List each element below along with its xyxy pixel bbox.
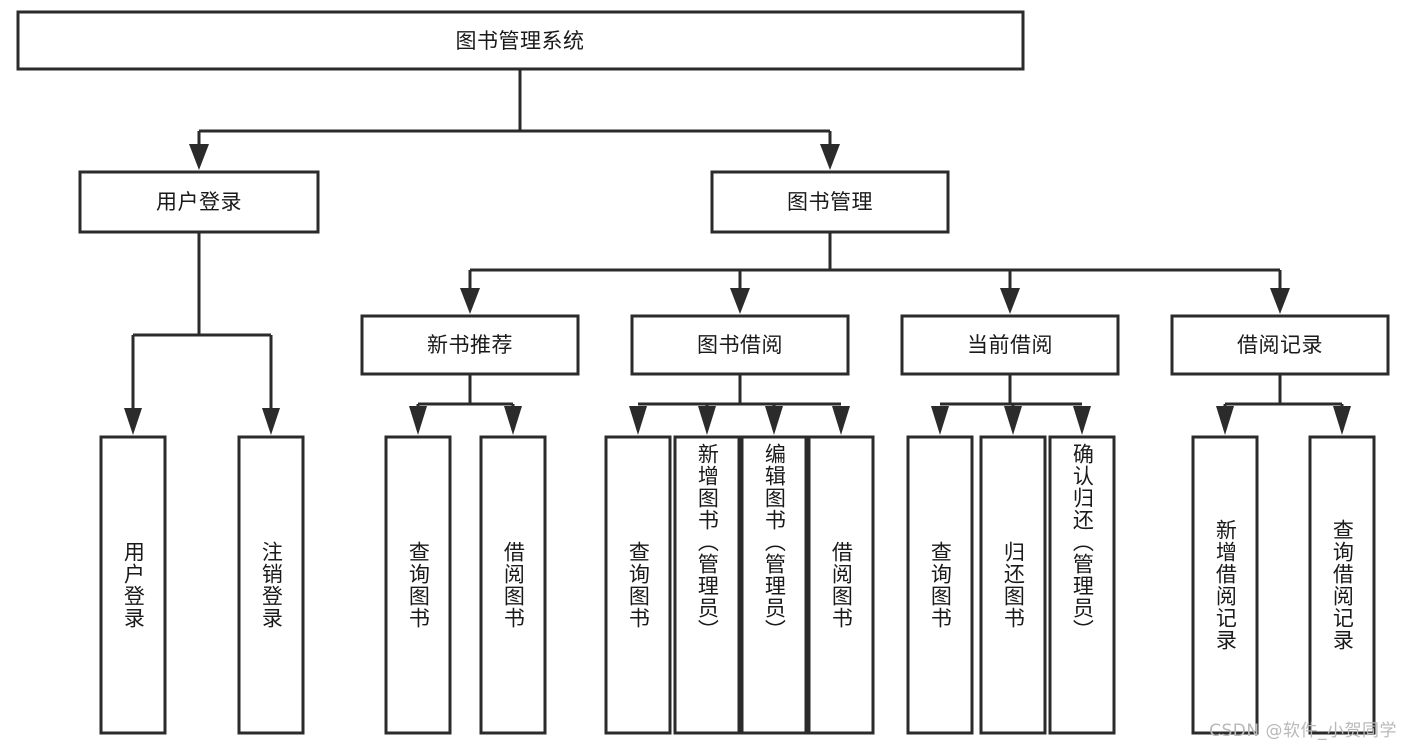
- node-leaf-user-logout-rect[interactable]: [237, 435, 305, 735]
- connector-group-book-manage: [460, 232, 1290, 314]
- node-new-book-rec-label: 新书推荐: [427, 333, 513, 357]
- node-leaf-edit-book-rect[interactable]: [740, 435, 808, 735]
- node-leaf-add-record-rect[interactable]: [1191, 435, 1259, 735]
- node-leaf-query-record-rect[interactable]: [1308, 435, 1376, 735]
- node-leaf-confirm-return-rect[interactable]: [1048, 435, 1116, 735]
- node-new-book-rec[interactable]: 新书推荐: [360, 314, 580, 376]
- arrow-head-book-borrow: [730, 288, 750, 314]
- node-book-manage[interactable]: 图书管理: [710, 170, 950, 234]
- leaf-rect-group: [99, 435, 1376, 735]
- node-current-borrow[interactable]: 当前借阅: [900, 314, 1120, 376]
- node-leaf-query-book-1-rect[interactable]: [384, 435, 452, 735]
- arrow-head-leaf-borrow-book-1: [504, 406, 522, 435]
- node-leaf-query-book-3-rect[interactable]: [906, 435, 974, 735]
- node-user-login-label: 用户登录: [156, 190, 242, 214]
- node-root-rect[interactable]: [16, 10, 1025, 71]
- connector-group-current-borrow: [931, 374, 1091, 435]
- arrow-head-user-login: [189, 144, 209, 170]
- arrow-head-book-manage: [820, 144, 840, 170]
- arrow-head-leaf-return-book: [1004, 406, 1022, 435]
- node-new-book-rec-rect[interactable]: [360, 314, 580, 376]
- node-borrow-record-rect[interactable]: [1170, 314, 1390, 376]
- node-book-manage-label: 图书管理: [787, 190, 873, 214]
- node-leaf-borrow-book-2-rect[interactable]: [807, 435, 875, 735]
- arrow-head-leaf-user-login: [124, 408, 142, 435]
- node-current-borrow-rect[interactable]: [900, 314, 1120, 376]
- arrow-head-leaf-query-book-2: [629, 406, 647, 435]
- connector-group-new-book-rec: [409, 374, 522, 435]
- node-root-label: 图书管理系统: [456, 29, 585, 53]
- node-book-borrow-label: 图书借阅: [697, 333, 783, 357]
- node-user-login[interactable]: 用户登录: [78, 170, 320, 234]
- node-leaf-query-book-2-rect[interactable]: [604, 435, 672, 735]
- node-root[interactable]: 图书管理系统: [16, 10, 1025, 71]
- node-leaf-borrow-book-1-rect[interactable]: [479, 435, 547, 735]
- arrow-head-new-book-rec: [460, 288, 480, 314]
- node-book-borrow-rect[interactable]: [630, 314, 850, 376]
- connector-group-user-login: [124, 232, 280, 435]
- node-book-manage-rect[interactable]: [710, 170, 950, 234]
- node-leaf-return-book-rect[interactable]: [979, 435, 1047, 735]
- node-borrow-record-label: 借阅记录: [1237, 333, 1323, 357]
- arrow-head-leaf-query-book-1: [409, 406, 427, 435]
- connector-group-book-borrow: [629, 374, 850, 435]
- arrow-head-leaf-confirm-return: [1073, 406, 1091, 435]
- node-book-borrow[interactable]: 图书借阅: [630, 314, 850, 376]
- arrow-head-borrow-record: [1270, 288, 1290, 314]
- node-leaf-add-book-rect[interactable]: [673, 435, 741, 735]
- arrow-head-leaf-add-record: [1216, 406, 1234, 435]
- arrow-head-leaf-query-record: [1333, 406, 1351, 435]
- arrow-head-leaf-borrow-book-2: [832, 406, 850, 435]
- node-borrow-record[interactable]: 借阅记录: [1170, 314, 1390, 376]
- arrow-head-leaf-edit-book: [765, 406, 783, 435]
- arrow-head-current-borrow: [1000, 288, 1020, 314]
- node-leaf-user-login-rect[interactable]: [99, 435, 167, 735]
- arrow-head-leaf-query-book-3: [931, 406, 949, 435]
- arrow-head-leaf-add-book: [698, 406, 716, 435]
- arrow-head-leaf-user-logout: [262, 408, 280, 435]
- connector-group-root: [189, 69, 840, 170]
- watermark-text: CSDN @软件_小贺同学: [1209, 721, 1397, 741]
- node-user-login-rect[interactable]: [78, 170, 320, 234]
- node-current-borrow-label: 当前借阅: [967, 333, 1053, 357]
- connector-group-borrow-record: [1216, 374, 1351, 435]
